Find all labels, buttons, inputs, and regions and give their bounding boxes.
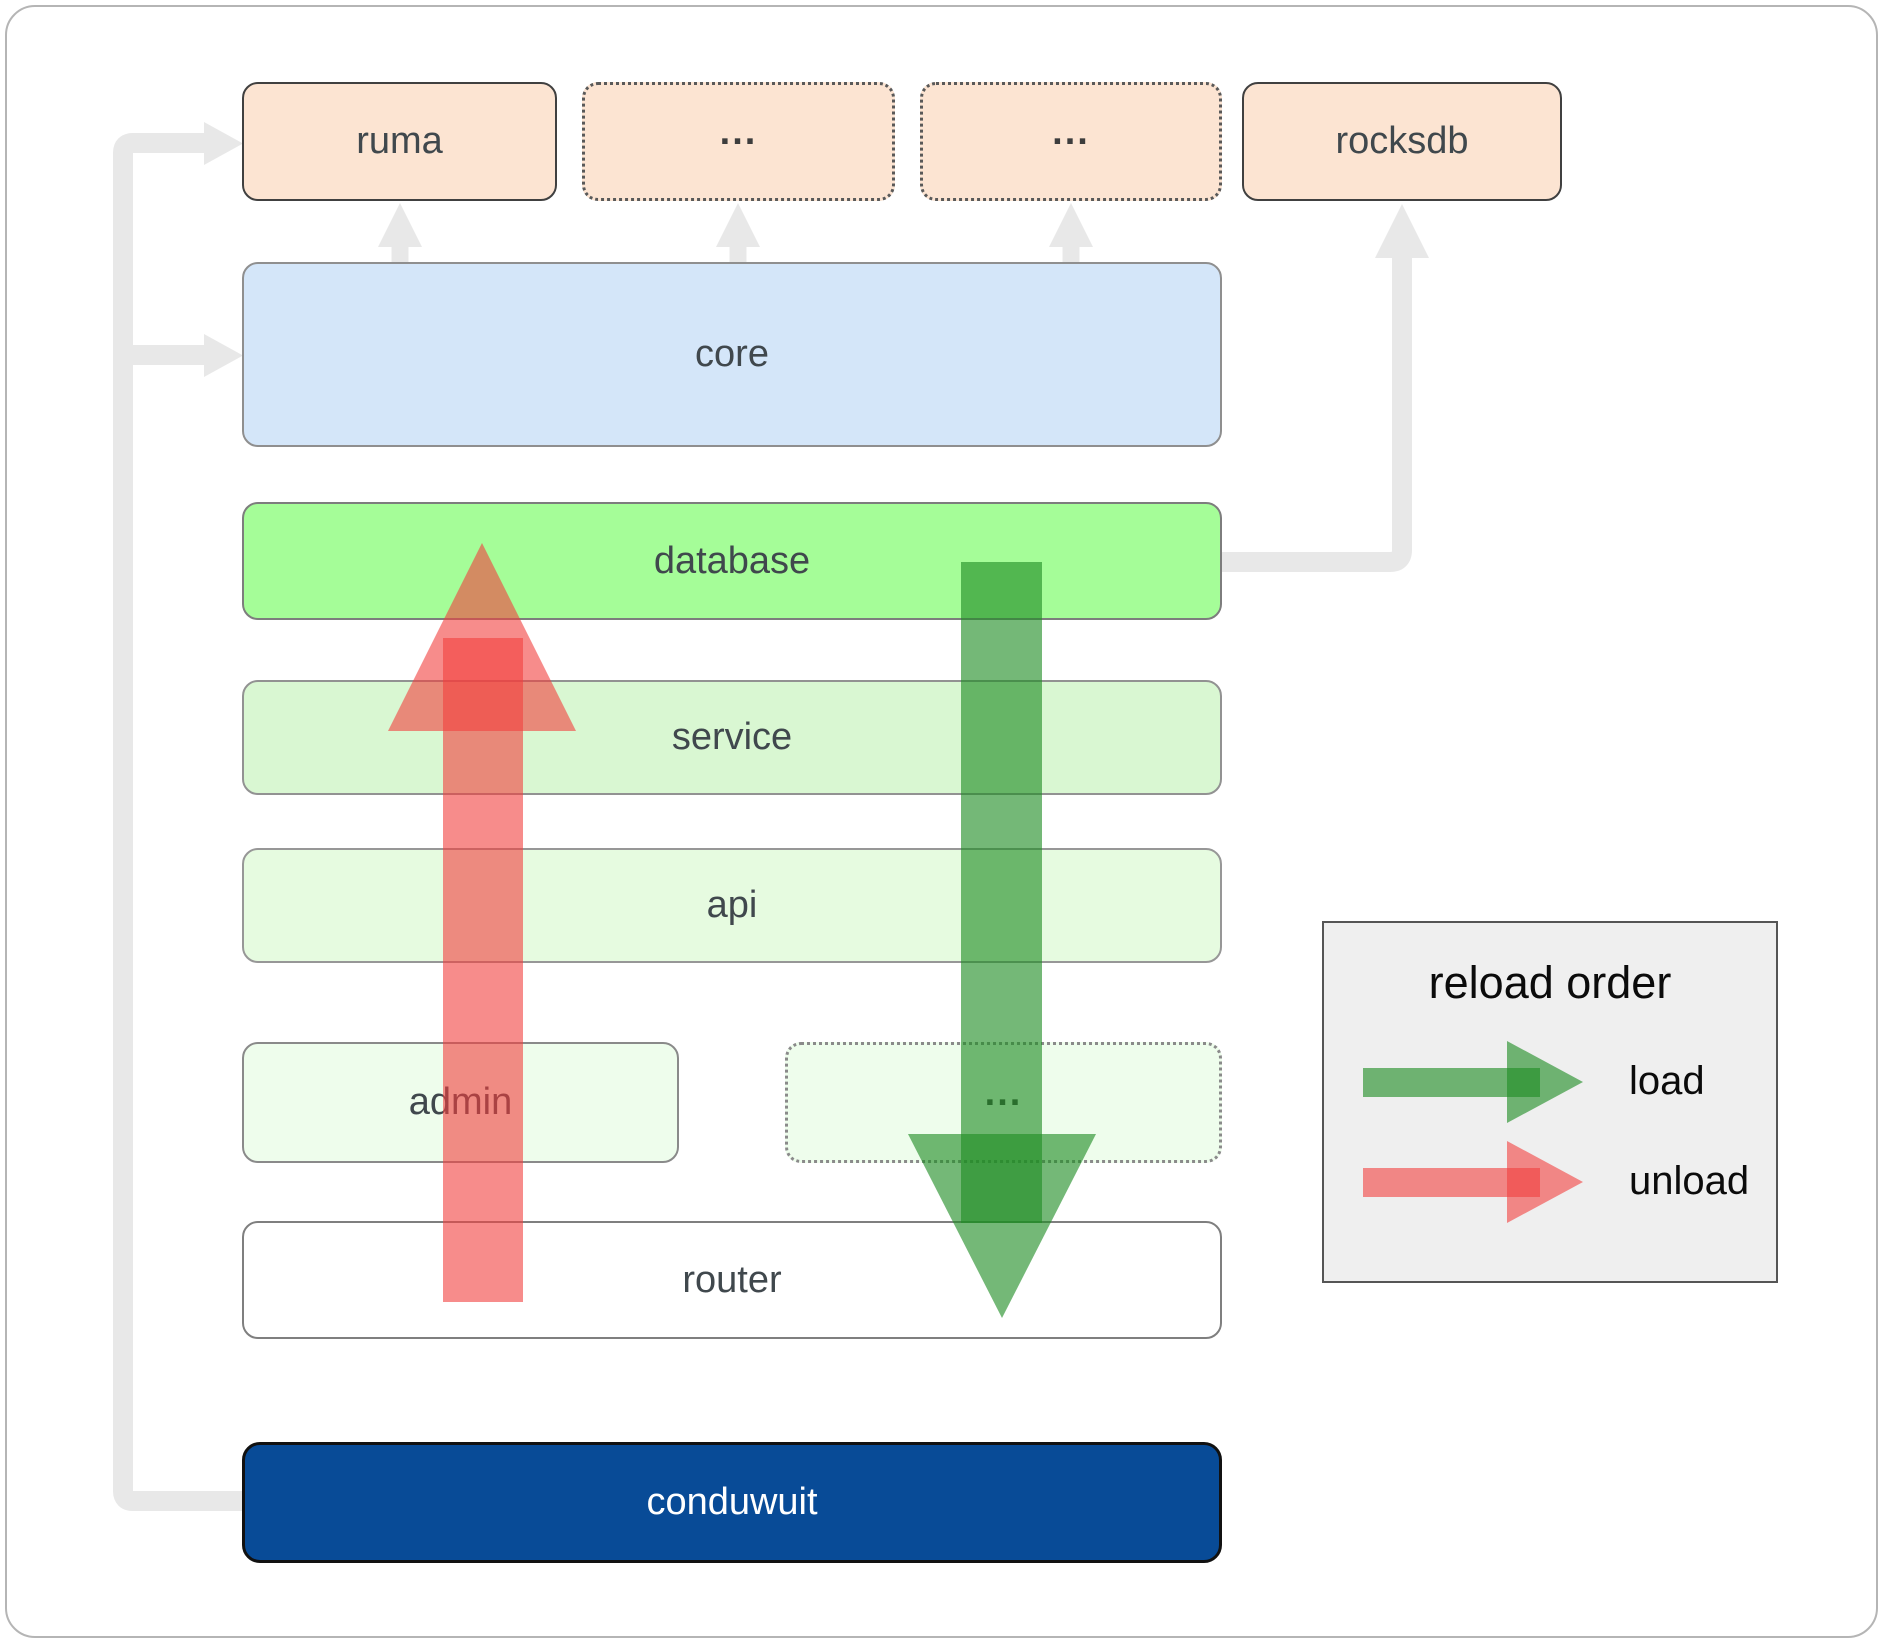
node-crates-more-2: ... <box>920 82 1222 201</box>
diagram-frame <box>5 5 1878 1638</box>
node-api: api <box>242 848 1222 963</box>
legend-reload-order: reload order load unload <box>1322 921 1778 1283</box>
node-ruma: ruma <box>242 82 557 201</box>
node-crates-more-2-label: ... <box>1052 111 1090 153</box>
node-core: core <box>242 262 1222 447</box>
legend-load-label: load <box>1629 1059 1705 1103</box>
node-admin: admin <box>242 1042 679 1163</box>
node-service-more-label: ... <box>984 1072 1023 1114</box>
node-crates-more-1-label: ... <box>719 111 758 153</box>
node-core-label: core <box>695 333 769 375</box>
node-admin-label: admin <box>408 1081 513 1123</box>
node-database: database <box>242 502 1222 620</box>
node-database-label: database <box>653 539 811 582</box>
node-service-label: service <box>671 716 793 758</box>
node-rocksdb: rocksdb <box>1242 82 1562 201</box>
node-conduwuit-label: conduwuit <box>646 1481 818 1523</box>
node-service: service <box>242 680 1222 795</box>
node-router-label: router <box>682 1258 782 1301</box>
node-rocksdb-label: rocksdb <box>1335 120 1469 162</box>
node-conduwuit: conduwuit <box>242 1442 1222 1563</box>
node-api-label: api <box>706 884 758 926</box>
legend-unload-label: unload <box>1629 1159 1750 1203</box>
node-router: router <box>242 1221 1222 1339</box>
node-service-more: ... <box>785 1042 1222 1163</box>
legend-title: reload order <box>1428 957 1672 1008</box>
node-crates-more-1: ... <box>582 82 895 201</box>
node-ruma-label: ruma <box>356 120 443 162</box>
